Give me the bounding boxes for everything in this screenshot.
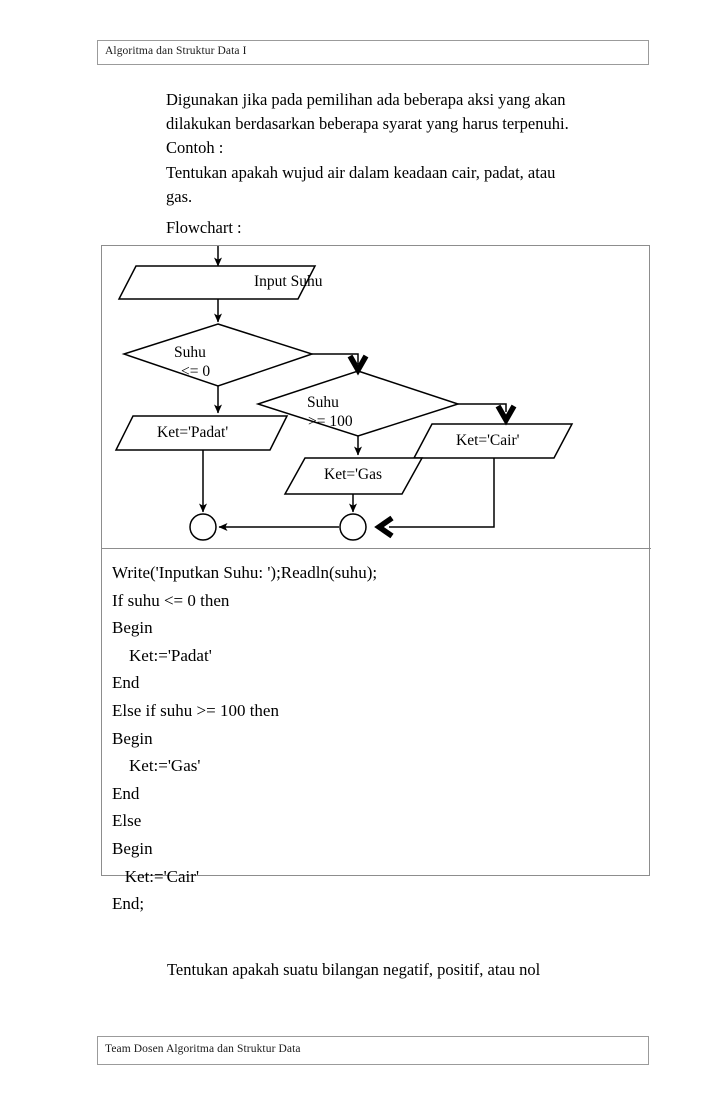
node-connector-1 <box>189 513 217 541</box>
node-out-gas <box>283 457 424 495</box>
frame-divider <box>102 548 651 549</box>
node-label-decision2-line2: >= 100 <box>308 413 353 430</box>
node-decision-2 <box>255 370 461 437</box>
node-decision-1 <box>121 323 315 387</box>
flowchart-diagram: Input Suhu Suhu <= 0 Suhu >= 100 Ket='Pa… <box>102 246 651 548</box>
page-header-band: Algoritma dan Struktur Data I <box>97 40 649 65</box>
arrowhead-left-connector2 <box>374 515 394 539</box>
node-label-out-cair: Ket='Cair' <box>456 432 520 449</box>
flowchart-caption: Flowchart : <box>166 218 242 237</box>
node-input-suhu <box>117 265 317 300</box>
node-out-cair <box>412 423 574 459</box>
node-label-out-padat: Ket='Padat' <box>157 424 229 441</box>
flowchart-svg <box>114 246 574 541</box>
closing-exercise-text: Tentukan apakah suatu bilangan negatif, … <box>167 960 541 979</box>
content-frame: Input Suhu Suhu <= 0 Suhu >= 100 Ket='Pa… <box>101 245 651 913</box>
node-label-decision2-line1: Suhu <box>307 394 339 411</box>
edge-decision1-false <box>312 353 359 364</box>
node-label-input-suhu: Input Suhu <box>254 273 323 290</box>
node-label-decision1-line1: Suhu <box>174 344 206 361</box>
edge-cair-to-connector2 <box>389 458 495 528</box>
page-footer-text: Team Dosen Algoritma dan Struktur Data <box>105 1043 301 1055</box>
arrowhead-down-cair <box>495 404 517 426</box>
node-label-out-gas: Ket='Gas <box>324 466 383 483</box>
page-footer-band: Team Dosen Algoritma dan Struktur Data <box>97 1036 649 1065</box>
arrowhead-down-decision2 <box>347 354 369 376</box>
node-connector-2 <box>339 513 367 541</box>
intro-paragraph: Digunakan jika pada pemilihan ada bebera… <box>166 90 569 206</box>
node-label-decision1-line2: <= 0 <box>181 363 211 380</box>
node-out-padat <box>114 415 289 451</box>
pseudocode-block: Write('Inputkan Suhu: ');Readln(suhu); I… <box>112 563 378 914</box>
edge-decision2-false <box>458 403 507 412</box>
page-header-title: Algoritma dan Struktur Data I <box>105 45 247 57</box>
